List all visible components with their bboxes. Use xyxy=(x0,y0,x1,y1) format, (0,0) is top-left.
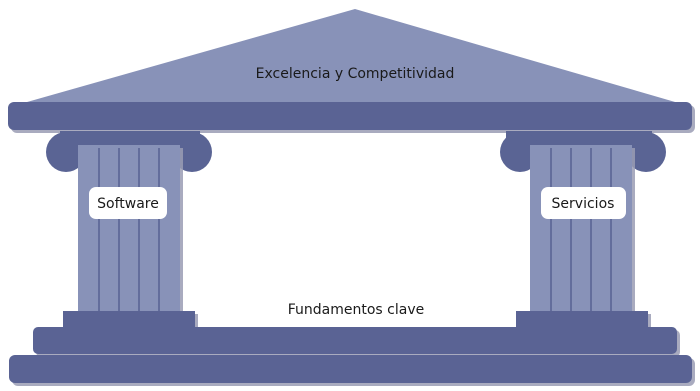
roof-pediment xyxy=(20,9,682,104)
right-pillar-capital-bar xyxy=(506,131,652,147)
foundation-step-lower xyxy=(9,355,692,383)
foundation-step-upper xyxy=(33,327,677,354)
right-pillar: Servicios xyxy=(500,131,666,329)
left-pillar-shaft xyxy=(78,145,180,313)
left-pillar-capital-bar xyxy=(60,131,200,147)
right-pillar-label-box xyxy=(541,187,626,219)
foundation-label: Fundamentos clave xyxy=(288,302,425,318)
right-pillar-base xyxy=(516,311,648,329)
roof-label: Excelencia y Competitividad xyxy=(256,66,455,82)
left-pillar-label-box xyxy=(89,187,167,219)
right-pillar-label: Servicios xyxy=(552,196,615,212)
left-pillar-base xyxy=(63,311,195,329)
right-pillar-shaft xyxy=(530,145,632,313)
left-pillar-volute-right xyxy=(172,132,212,172)
left-pillar-volute-left xyxy=(46,132,86,172)
left-pillar-label: Software xyxy=(97,196,159,212)
left-pillar: Software xyxy=(46,131,212,329)
right-pillar-volute-right xyxy=(626,132,666,172)
architrave-beam xyxy=(8,102,692,130)
